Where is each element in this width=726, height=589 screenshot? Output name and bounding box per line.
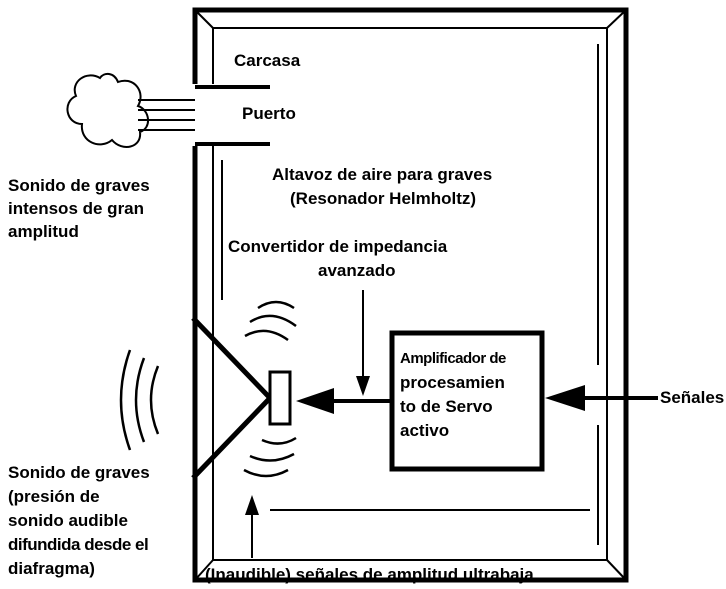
- housing-label: Carcasa: [234, 51, 301, 70]
- inaudible-signals-label: (Inaudible) señales de amplitud ultrabaj…: [205, 565, 534, 584]
- air-flow-lines: [138, 99, 195, 131]
- amplifier-label-line3: to de Servo: [400, 397, 493, 416]
- port-tube: [195, 85, 270, 146]
- amplifier-label-line1: Amplificador de: [400, 350, 506, 367]
- resonator-label-line1: Altavoz de aire para graves: [272, 165, 493, 184]
- diaphragm-sound-label-line5: diafragma): [8, 559, 95, 578]
- port-label: Puerto: [242, 104, 296, 123]
- port-sound-label-line1: Sonido de graves: [8, 176, 150, 195]
- voice-coil: [268, 370, 292, 426]
- port-sound-label-line3: amplitud: [8, 222, 79, 241]
- amplifier-label-line4: activo: [400, 421, 450, 440]
- converter-pointer-arrow: [356, 290, 370, 396]
- arrow-icon: [296, 388, 392, 414]
- cloud-icon: [66, 72, 149, 148]
- converter-label-line1: Convertidor de impedancia: [228, 237, 448, 256]
- housing-outer-wall: [192, 7, 629, 583]
- port-sound-label-line2: intensos de gran: [8, 199, 145, 218]
- inaudible-wave-lower: [243, 436, 297, 478]
- diaphragm-sound-label-line3: sonido audible: [8, 511, 128, 530]
- inaudible-pointer-arrow: [245, 495, 259, 558]
- converter-label-line2: avanzado: [318, 261, 396, 280]
- amplifier-label-line2: procesamien: [400, 373, 505, 392]
- amplifier-box: [389, 330, 545, 472]
- speaker-cone: [191, 316, 272, 480]
- diaphragm-sound-label-line4: difundida desde el: [8, 535, 149, 554]
- diaphragm-sound-label-line1: Sonido de graves: [8, 463, 150, 482]
- resonator-label-line2: (Resonador Helmholtz): [290, 189, 477, 208]
- sound-wave-icon: [119, 349, 160, 451]
- diaphragm-sound-label-line2: (presión de: [8, 487, 100, 506]
- inner-panel-lines: [221, 44, 599, 545]
- signals-label: Señales: [660, 388, 725, 407]
- housing-inner-wall: [194, 9, 627, 581]
- signal-input-arrow: [545, 385, 658, 411]
- inaudible-wave-upper: [244, 300, 297, 342]
